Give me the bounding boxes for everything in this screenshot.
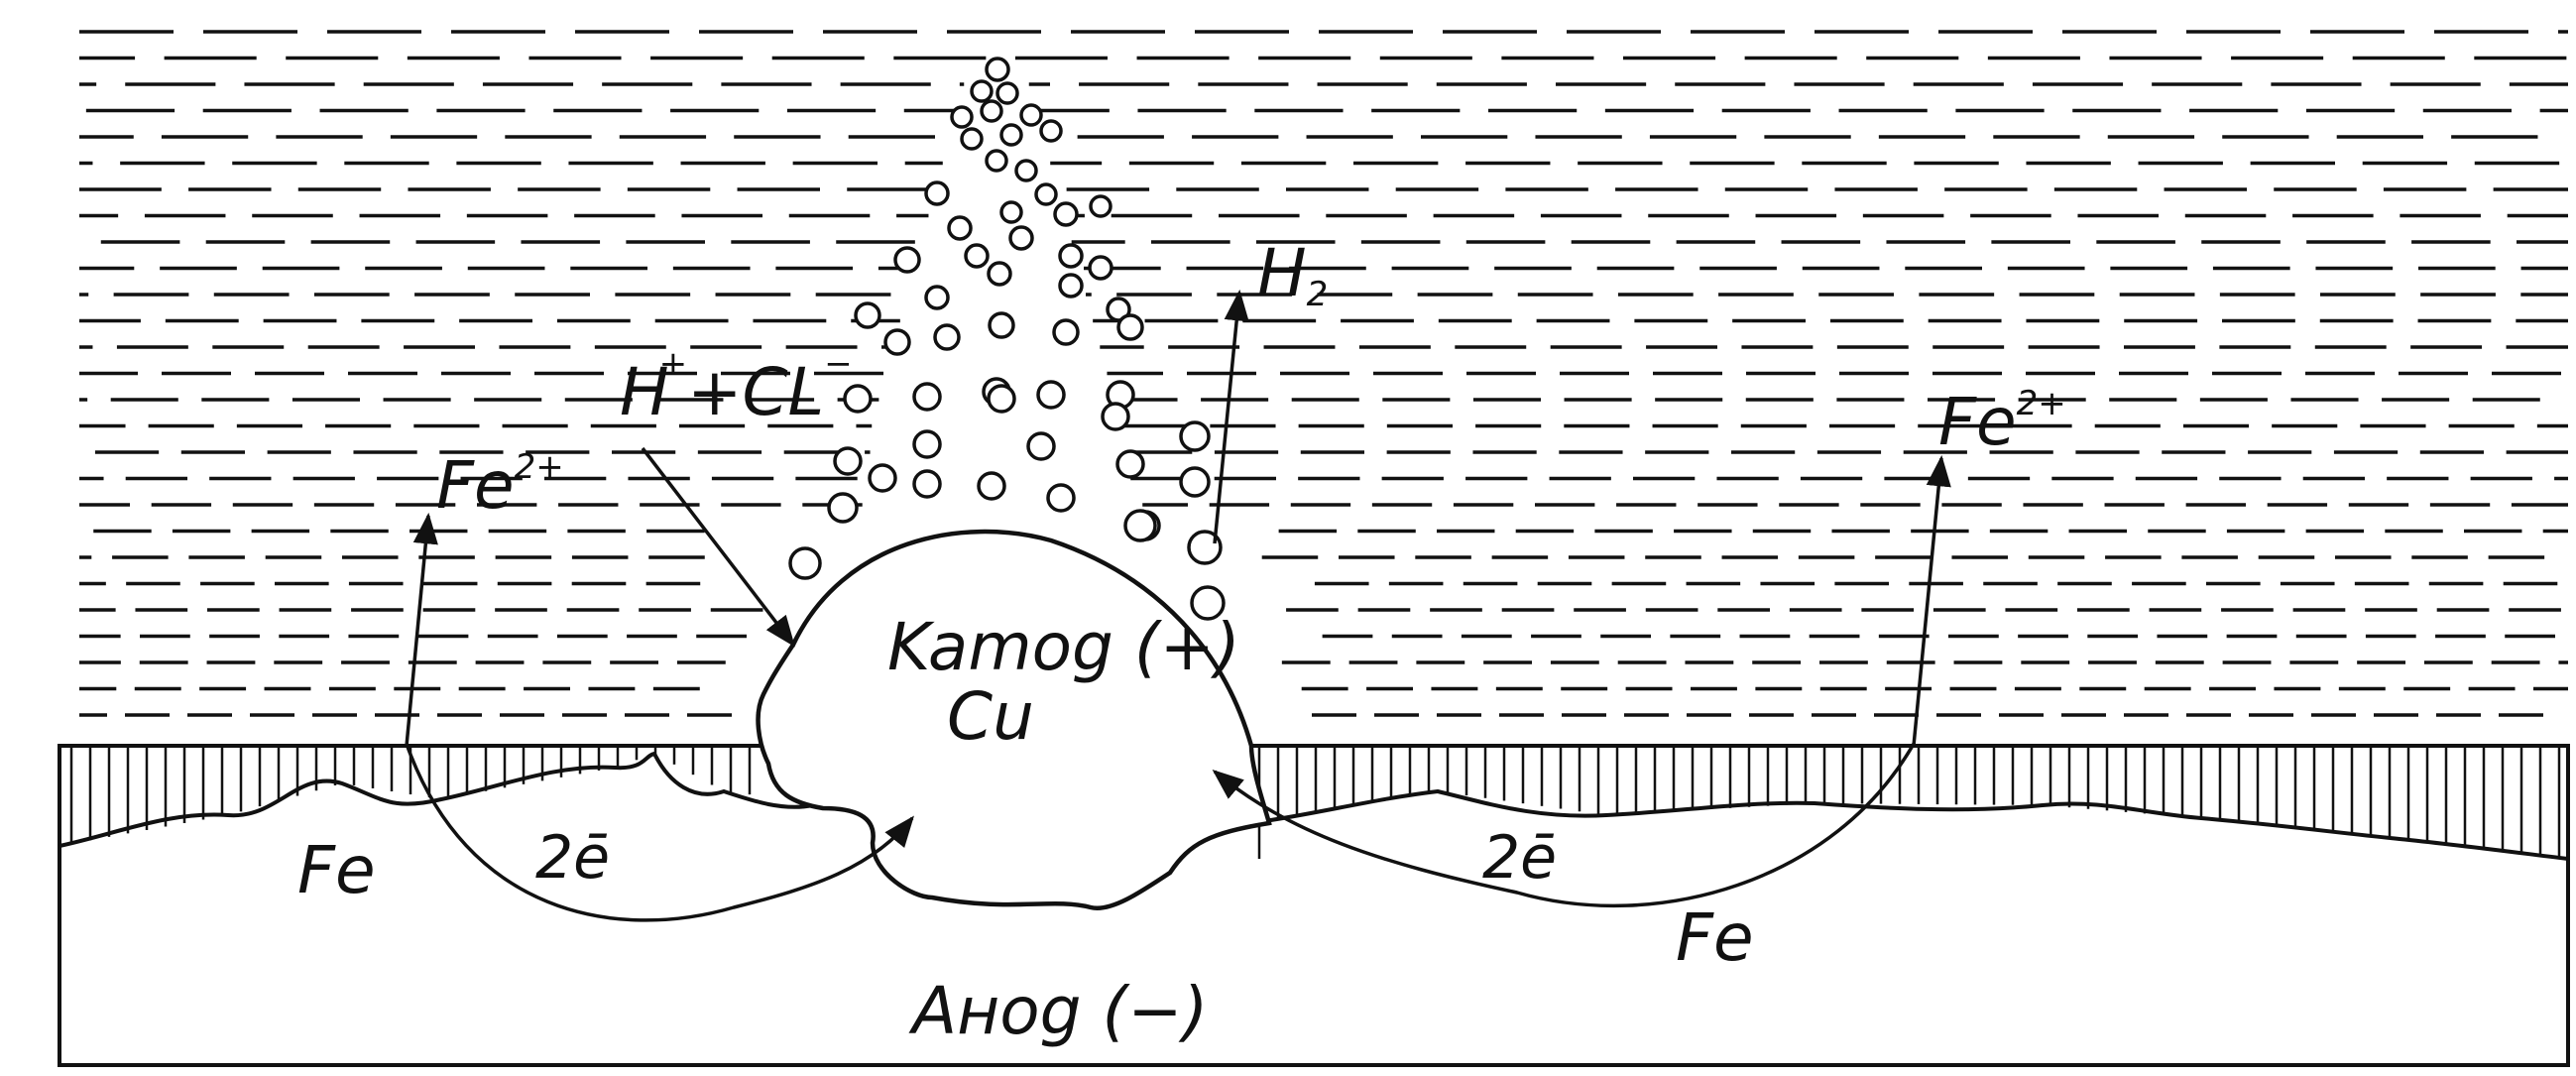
hydrogen-bubble xyxy=(1187,530,1223,565)
hydrogen-bubble xyxy=(987,261,1012,287)
hydrogen-bubble xyxy=(977,471,1006,501)
iron-base-outline xyxy=(58,744,2570,1067)
hydrogen-bubble xyxy=(995,81,1019,105)
hydrogen-bubble xyxy=(1058,243,1084,269)
label-fe-right: Fe xyxy=(1676,899,1754,976)
hydrogen-bubble xyxy=(1014,159,1038,182)
hydrogen-bubble xyxy=(883,328,911,356)
hydrogen-bubble xyxy=(947,215,973,241)
hydrogen-bubble xyxy=(1116,313,1144,341)
hydrogen-bubble xyxy=(933,323,961,351)
electron-flow-arc-left xyxy=(405,743,914,922)
label-anode: Aнog (−) xyxy=(908,973,1208,1049)
label-cathode-metal: Cu xyxy=(947,678,1034,755)
hydrogen-ion-arrow xyxy=(641,446,795,648)
label-electrons-right: 2ē xyxy=(1482,823,1557,893)
hydrogen-bubble xyxy=(960,127,984,151)
electrolyte-dashes xyxy=(79,30,2568,717)
hydrogen-bubble xyxy=(1106,297,1131,322)
label-fe-ion-left: Fe2+ xyxy=(436,447,564,524)
fe-ion-arrow-right xyxy=(1912,454,1951,747)
hydrogen-bubble xyxy=(1179,420,1211,452)
hydrogen-bubble xyxy=(1058,273,1084,299)
surface-layer-boundary-left xyxy=(59,751,875,848)
hydrogen-bubble xyxy=(1026,431,1056,461)
hydrogen-bubble xyxy=(985,57,1010,82)
hydrogen-bubble xyxy=(912,429,942,459)
hydrogen-bubble xyxy=(868,463,897,493)
hydrogen-bubble xyxy=(827,492,859,524)
hydrogen-bubble xyxy=(970,79,994,103)
hydrogen-bubble xyxy=(1039,119,1063,143)
hydrogen-bubbles xyxy=(788,57,1226,621)
copper-cathode-particle xyxy=(756,529,1272,911)
hydrogen-bubble xyxy=(987,384,1016,414)
hydrogen-bubble xyxy=(1034,182,1058,206)
hydrogen-bubble xyxy=(912,382,942,412)
hydrogen-bubble xyxy=(1179,466,1211,498)
hydrogen-bubble xyxy=(1019,103,1043,127)
hydrogen-bubble xyxy=(1123,509,1157,542)
hydrogen-bubble xyxy=(843,384,873,414)
label-fe-left: Fe xyxy=(297,832,376,908)
hydrogen-bubble xyxy=(1101,402,1130,431)
hydrogen-bubble xyxy=(912,469,942,499)
hydrogen-bubble xyxy=(985,149,1008,173)
hydrogen-bubble xyxy=(1089,194,1112,218)
hydrogen-bubble xyxy=(1088,255,1113,281)
label-fe-ion-right: Fe2+ xyxy=(1938,384,2066,460)
hydrogen-bubble xyxy=(964,243,990,269)
hydrogen-bubble xyxy=(999,123,1023,147)
hydrogen-bubble xyxy=(924,180,950,206)
hydrogen-bubble xyxy=(988,311,1015,339)
hydrogen-bubble xyxy=(1115,449,1145,479)
hydrogen-bubble xyxy=(1052,318,1080,346)
label-hydrogen-gas: H2 xyxy=(1257,235,1328,314)
surface-layer-boundary-right xyxy=(1263,788,2569,861)
surface-layer-hatching xyxy=(69,748,2561,859)
label-h-plus: H++CL− xyxy=(620,344,853,430)
hydrogen-bubble xyxy=(833,446,863,476)
label-cathode: Kamog (+) xyxy=(887,609,1240,685)
hydrogen-bubble xyxy=(980,99,1003,123)
hydrogen-bubble xyxy=(1053,201,1079,227)
hydrogen-bubble xyxy=(924,285,950,310)
label-electrons-left: 2ē xyxy=(535,823,610,893)
hydrogen-bubble xyxy=(950,105,974,129)
electron-flow-arc-right xyxy=(1212,743,1916,908)
hydrogen-bubble xyxy=(1008,225,1034,251)
hydrogen-bubble xyxy=(999,200,1023,224)
fe-ion-arrow-left xyxy=(405,512,438,747)
hydrogen-bubble xyxy=(1190,585,1226,621)
hydrogen-gas-arrow xyxy=(1213,289,1249,544)
hydrogen-bubble xyxy=(854,301,881,329)
hydrogen-bubble xyxy=(1046,483,1076,513)
hydrogen-bubble xyxy=(788,546,822,580)
hydrogen-bubble xyxy=(1036,380,1066,410)
hydrogen-bubble xyxy=(893,246,921,274)
